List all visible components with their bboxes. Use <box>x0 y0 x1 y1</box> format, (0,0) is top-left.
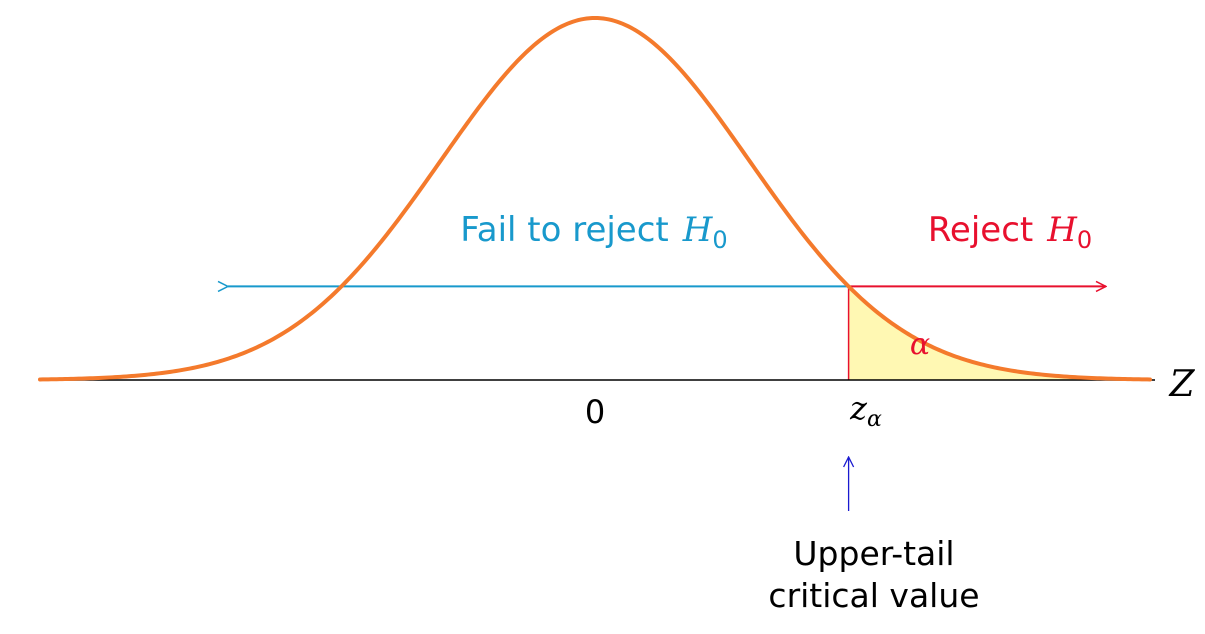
annotation-line-1: Upper-tail <box>793 534 954 573</box>
alpha-label: α <box>910 327 930 362</box>
zero-tick-label: 0 <box>585 393 605 431</box>
normal-curve <box>38 15 1152 382</box>
annotation-line-2: critical value <box>768 576 979 615</box>
alpha-rejection-area <box>848 286 1150 380</box>
z-axis-label: Z <box>1168 364 1195 405</box>
critical-value-symbol: zα <box>849 389 882 432</box>
